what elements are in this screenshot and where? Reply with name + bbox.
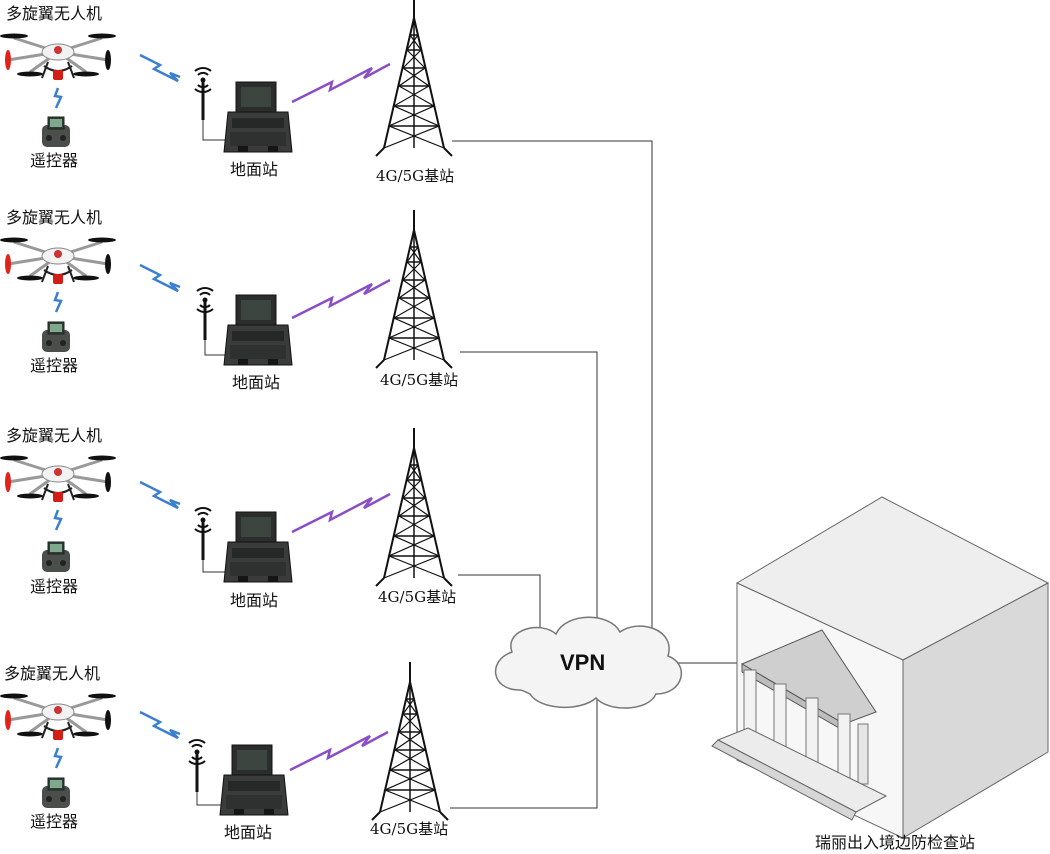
ground-station-case-icon (223, 81, 293, 153)
controller-label: 遥控器 (30, 812, 79, 831)
link-icon (53, 746, 63, 770)
drone-icon (0, 236, 118, 286)
cell-tower-icon (375, 209, 453, 369)
link-icon (138, 710, 182, 740)
drone-label: 多旋翼无人机 (4, 664, 101, 683)
ground-station-label: 地面站 (230, 591, 279, 610)
cell-tower-icon (371, 661, 449, 821)
ground-station-label: 地面站 (224, 823, 273, 842)
cell-tower-icon (375, 0, 453, 157)
link-icon (290, 492, 392, 534)
link-icon (288, 730, 390, 772)
link-row-2 (460, 351, 598, 632)
tower-label: 4G/5G基站 (376, 167, 455, 185)
vpn-label: VPN (560, 650, 606, 675)
antenna-icon (195, 286, 215, 342)
ground-station-case-icon (223, 294, 293, 366)
tower-label: 4G/5G基站 (378, 588, 457, 606)
cell-tower-icon (375, 427, 453, 587)
link-icon (138, 263, 182, 293)
link-icon (138, 480, 182, 510)
antenna-icon (193, 66, 213, 122)
link-icon (53, 86, 63, 110)
link-icon (53, 508, 63, 532)
ground-station-label: 地面站 (230, 160, 279, 179)
link-row-3 (458, 574, 541, 636)
drone-icon (0, 32, 118, 82)
controller-label: 遥控器 (30, 356, 79, 375)
antenna-icon (187, 738, 207, 794)
remote-controller-icon (41, 321, 71, 353)
tower-label: 4G/5G基站 (370, 820, 449, 838)
building-icon (711, 496, 1050, 839)
drone-label: 多旋翼无人机 (6, 208, 103, 227)
tower-label: 4G/5G基站 (380, 371, 459, 389)
controller-label: 遥控器 (30, 151, 79, 170)
drone-label: 多旋翼无人机 (6, 4, 103, 23)
vpn-cloud-icon (495, 616, 683, 709)
link-icon (53, 290, 63, 314)
drone-icon (0, 454, 118, 504)
ground-station-case-icon (219, 744, 289, 816)
antenna-icon (193, 506, 213, 562)
link-icon (290, 278, 392, 320)
link-row-4 (450, 696, 598, 809)
ground-station-case-icon (223, 511, 293, 583)
controller-label: 遥控器 (30, 577, 79, 596)
network-links (196, 80, 740, 809)
remote-controller-icon (41, 541, 71, 573)
remote-controller-icon (41, 116, 71, 148)
link-icon (290, 62, 392, 104)
link-icon (138, 53, 182, 83)
drone-icon (0, 692, 118, 742)
drone-label: 多旋翼无人机 (6, 426, 103, 445)
link-row-1 (452, 140, 653, 640)
destination-label: 瑞丽出入境边防检查站 (815, 833, 976, 852)
remote-controller-icon (41, 777, 71, 809)
ground-station-label: 地面站 (232, 373, 281, 392)
